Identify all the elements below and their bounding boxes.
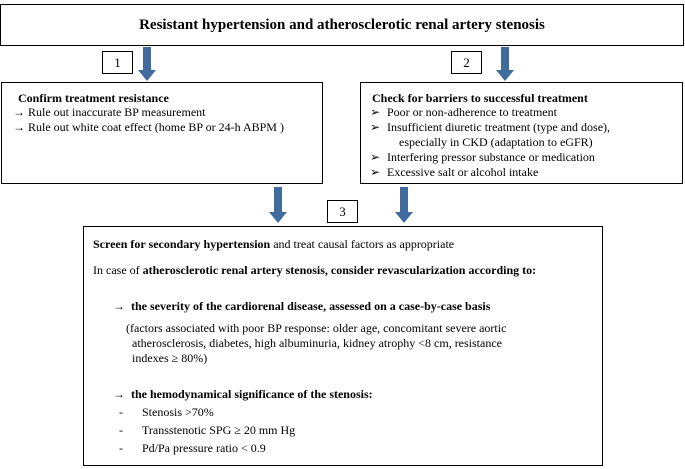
- barrier-item-1: Poor or non-adherence to treatment: [387, 105, 557, 119]
- box1-item-2: → Rule out white coat effect (home BP or…: [13, 120, 284, 134]
- barrier-item-4: Excessive salt or alcohol intake: [387, 165, 539, 179]
- barrier-item-2: Insufficient diuretic treatment (type an…: [387, 120, 611, 134]
- arrow-marker: →: [13, 120, 25, 134]
- step-number-2: 2: [451, 51, 482, 74]
- down-arrow-icon: [395, 187, 413, 223]
- title-box: Resistant hypertension and atherosclerot…: [0, 4, 684, 46]
- diagram-title: Resistant hypertension and atherosclerot…: [139, 16, 545, 33]
- bullet-icon: ➢: [370, 150, 381, 164]
- barrier-item-3: Interfering pressor substance or medicat…: [387, 150, 595, 164]
- hemo-item-3: Pd/Pa pressure ratio < 0.9: [142, 441, 266, 455]
- bullet-icon: ➢: [370, 120, 381, 134]
- barriers-heading: Check for barriers to successful treatme…: [372, 91, 588, 105]
- barriers-box: Check for barriers to successful treatme…: [360, 82, 683, 184]
- dash-marker: -: [119, 405, 123, 419]
- down-arrow-icon: [138, 47, 156, 81]
- box1-item-1: → Rule out inaccurate BP measurement: [13, 105, 206, 119]
- severity-line-3: indexes ≥ 80%): [132, 351, 208, 365]
- severity-line-1: (factors associated with poor BP respons…: [126, 321, 507, 335]
- confirm-resistance-heading: Confirm treatment resistance: [18, 91, 169, 105]
- secondary-hypertension-box: Screen for secondary hypertension and tr…: [83, 226, 603, 466]
- arrow-marker: →: [113, 387, 125, 401]
- case-line: In case of atherosclerotic renal artery …: [93, 263, 537, 277]
- barrier-item-2-cont: especially in CKD (adaptation to eGFR): [399, 135, 593, 149]
- severity-heading: → the severity of the cardiorenal diseas…: [113, 299, 491, 313]
- screen-line: Screen for secondary hypertension and tr…: [93, 237, 455, 251]
- dash-marker: -: [119, 441, 123, 455]
- severity-line-2: atherosclerosis, diabetes, high albuminu…: [132, 336, 502, 350]
- bullet-icon: ➢: [370, 165, 381, 179]
- step-number-3: 3: [327, 200, 358, 223]
- down-arrow-icon: [269, 187, 287, 223]
- hemo-item-2: Transstenotic SPG ≥ 20 mm Hg: [142, 423, 296, 437]
- dash-marker: -: [119, 423, 123, 437]
- confirm-resistance-box: Confirm treatment resistance → Rule out …: [1, 82, 323, 184]
- step-number-1: 1: [102, 51, 133, 74]
- bullet-icon: ➢: [370, 105, 381, 119]
- hemo-item-1: Stenosis >70%: [142, 405, 214, 419]
- down-arrow-icon: [496, 47, 514, 81]
- arrow-marker: →: [113, 299, 125, 313]
- arrow-marker: →: [13, 105, 25, 119]
- hemodynamic-heading: → the hemodynamical significance of the …: [113, 387, 373, 401]
